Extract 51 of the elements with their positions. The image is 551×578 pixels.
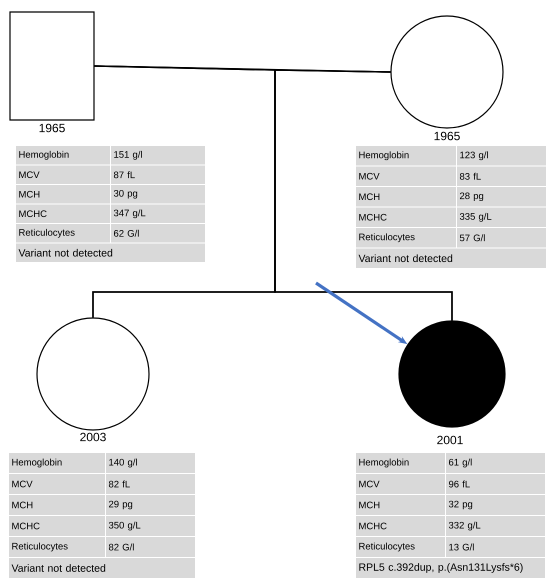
table-cell: 96 fL	[445, 473, 546, 495]
table-cell: 82 fL	[105, 473, 196, 495]
table-cell: Variant not detected	[8, 557, 196, 578]
birth-year: 1965	[40, 124, 65, 132]
table-cell: 83 fL	[456, 166, 547, 187]
table-cell: MCH	[355, 186, 457, 208]
table-cell: 32 pg	[445, 494, 546, 516]
table-cell: MCH	[8, 494, 106, 516]
table-cell: 30 pg	[110, 184, 206, 204]
female-circle	[36, 317, 150, 431]
table-cell: 347 g/L	[110, 204, 206, 224]
table-cell: Reticulocytes	[8, 536, 106, 558]
table-cell: MCHC	[355, 515, 446, 537]
table-cell: 87 fL	[110, 164, 206, 185]
table-cell: 57 G/l	[456, 227, 547, 248]
table-cell: 13 G/l	[445, 536, 546, 558]
table-cell: Hemoglobin	[355, 452, 446, 474]
table-cell: MCHC	[15, 204, 111, 224]
table-cell: 140 g/l	[105, 452, 196, 474]
table-cell: Hemoglobin	[8, 452, 106, 474]
table-cell: 61 g/l	[445, 452, 546, 474]
table-cell: 62 G/l	[110, 223, 206, 244]
table-cell: MCV	[355, 473, 446, 495]
table-cell: Reticulocytes	[355, 227, 457, 248]
table-cell: Hemoglobin	[355, 145, 457, 166]
affected-female-circle	[398, 320, 506, 428]
table-cell: Hemoglobin	[15, 145, 111, 166]
birth-year: 1965	[434, 132, 460, 140]
table-cell: 123 g/l	[456, 145, 547, 166]
table-cell: 350 g/L	[105, 515, 196, 537]
table-cell: Variant not detected	[15, 242, 206, 263]
table-cell: 28 pg	[456, 186, 547, 208]
table-cell: 82 G/l	[105, 536, 196, 558]
table-cell: MCH	[355, 494, 446, 516]
table-cell: MCV	[8, 473, 106, 495]
male-square	[9, 11, 95, 121]
table-cell: 29 pg	[105, 494, 196, 516]
table-cell: MCHC	[355, 206, 457, 228]
descent-line	[274, 69, 453, 320]
birth-year: 2001	[437, 436, 463, 444]
table-cell: Reticulocytes	[355, 536, 446, 558]
female-circle	[390, 15, 504, 129]
table-cell: MCV	[355, 166, 457, 187]
table-cell: MCV	[15, 164, 111, 185]
table-cell: Reticulocytes	[15, 223, 111, 244]
table-cell: 332 g/L	[445, 515, 546, 537]
table-cell: 335 g/L	[456, 206, 547, 228]
birth-year: 2003	[80, 432, 106, 442]
table-cell: 151 g/l	[110, 145, 206, 166]
table-cell: MCH	[15, 184, 111, 204]
table-cell: MCHC	[8, 515, 106, 537]
